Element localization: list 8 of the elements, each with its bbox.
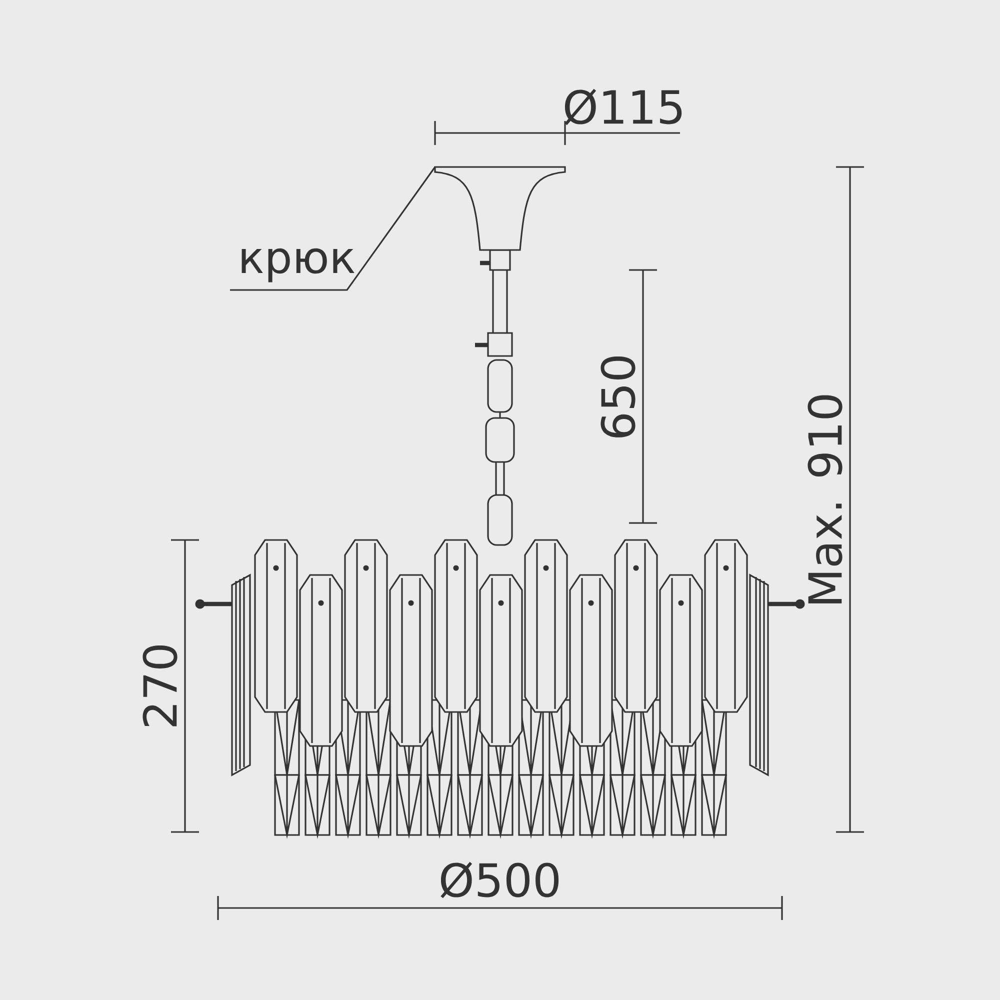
dimension-label: Max. 910: [808, 395, 842, 604]
leader-label: крюк: [242, 248, 354, 282]
dimension-label: Ø500: [440, 862, 559, 898]
leader-line: [230, 166, 436, 291]
dimension-label: 270: [142, 645, 178, 726]
dimension-label: 650: [600, 356, 636, 438]
canopy-drawing: [434, 166, 566, 251]
dimension-label: Ø115: [564, 88, 682, 126]
